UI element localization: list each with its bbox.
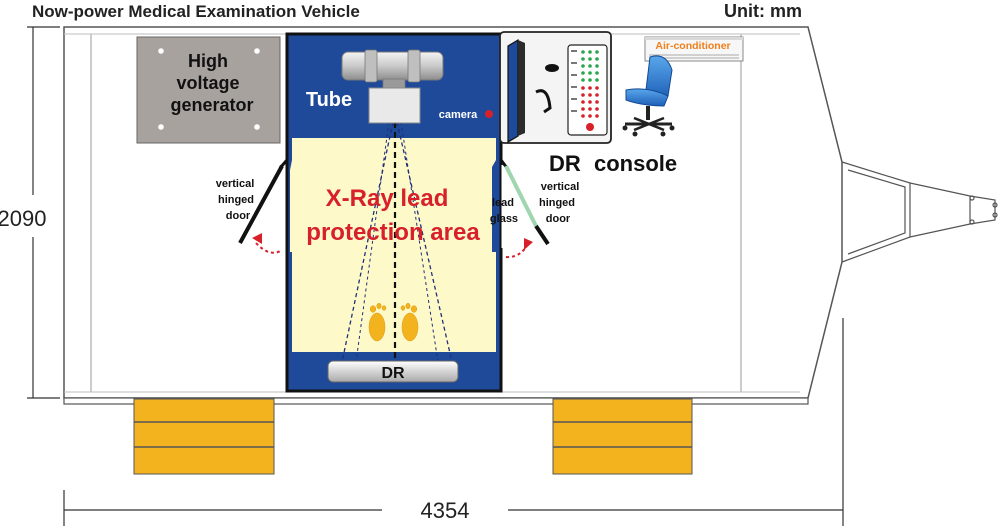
xray-area-label-line2: protection area [306, 219, 480, 246]
height-value: 2090 [0, 206, 46, 231]
dr-detector: DR [327, 360, 459, 383]
left-door-label-line2: hinged [218, 194, 254, 206]
length-value: 4354 [421, 498, 470, 523]
height-dimension: 2090 [0, 26, 60, 399]
unit-label: Unit: mm [724, 1, 802, 21]
generator-label-line1: High [188, 51, 228, 71]
page-title: Now-power Medical Examination Vehicle [32, 2, 360, 21]
xray-area-label-line1: X-Ray lead [326, 185, 449, 212]
high-voltage-generator: High voltage generator [136, 36, 281, 144]
left-hinged-door: vertical hinged door [216, 165, 284, 254]
left-door-label-line3: door [226, 210, 251, 222]
left-door-label-line1: vertical [216, 178, 255, 190]
dr-console: DR console [499, 31, 677, 176]
lead-glass-label-line2: glass [490, 213, 518, 225]
right-hinged-door: lead glass vertical hinged door [490, 165, 580, 259]
lead-glass-label-line1: lead [492, 197, 514, 209]
console-word-label: console [594, 151, 677, 176]
lead-protection-area [290, 138, 496, 352]
monitor-icon [507, 38, 559, 144]
camera-label: camera [439, 109, 478, 121]
generator-label-line3: generator [170, 95, 253, 115]
right-door-label-line1: vertical [541, 181, 580, 193]
office-chair-icon [622, 55, 675, 137]
camera-icon [485, 110, 493, 118]
right-door-label-line3: door [546, 213, 571, 225]
detector-label: DR [381, 365, 405, 382]
tow-hitch [841, 161, 998, 263]
right-door-label-line2: hinged [539, 197, 575, 209]
feet-icon [368, 302, 419, 342]
xray-tube: Tube [306, 49, 444, 124]
length-dimension: 4354 [63, 318, 844, 526]
wheel-right [552, 398, 693, 475]
door-swing-arrow-icon [252, 233, 262, 244]
air-conditioner-label: Air-conditioner [655, 40, 730, 52]
door-swing-arrow-icon [524, 238, 533, 250]
console-dr-label: DR [549, 151, 581, 176]
generator-label-line2: voltage [176, 73, 239, 93]
xray-beam [341, 121, 453, 363]
tube-label: Tube [306, 89, 352, 111]
wheel-left [133, 398, 275, 475]
control-panel-icon [567, 44, 608, 136]
